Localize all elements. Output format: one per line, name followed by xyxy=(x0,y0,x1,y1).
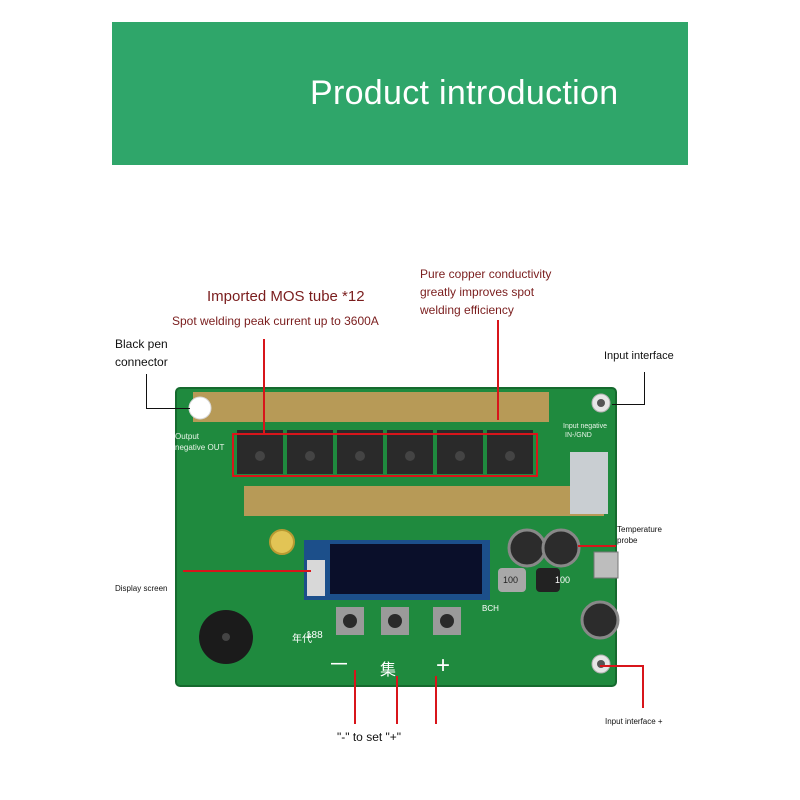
input-interface-plus-label: Input interface + xyxy=(605,717,663,726)
display-screen xyxy=(330,544,482,594)
mos-highlight-box xyxy=(232,433,538,477)
copper-strip-bottom xyxy=(244,486,604,516)
board-cap-label-1: 100 xyxy=(503,575,519,585)
input-plus-line-h xyxy=(600,665,643,667)
copper-tab-right xyxy=(570,452,608,514)
input-plus-line-v xyxy=(642,665,644,708)
copper-callout-line xyxy=(497,320,499,420)
display-screen-label: Display screen xyxy=(115,584,168,593)
copper-callout-line-1: Pure copper conductivity xyxy=(420,267,552,281)
buttons xyxy=(336,607,461,635)
board-input-neg-label-2: IN-/GND xyxy=(565,432,592,439)
board-plus-symbol: + xyxy=(436,652,451,679)
mos-callout-line xyxy=(263,339,265,434)
board-output-label-2: negative OUT xyxy=(175,443,225,452)
inductor-2 xyxy=(536,568,560,592)
black-pen-line-h xyxy=(146,408,190,409)
board-set-symbol: 集 xyxy=(380,662,397,679)
board-model-text: 188 xyxy=(306,630,323,641)
set-key-line xyxy=(396,676,398,724)
temperature-probe-label-2: probe xyxy=(617,536,638,545)
input-interface-label: Input interface xyxy=(604,350,674,362)
connector-pins xyxy=(307,560,325,596)
header-banner xyxy=(112,22,688,165)
set-keys-label: "-" to set "+" xyxy=(337,730,402,744)
input-iface-line-v xyxy=(644,372,645,404)
board-input-neg-label: Input negative xyxy=(563,423,607,430)
input-iface-line-h xyxy=(612,404,645,405)
inductor-1 xyxy=(498,568,526,592)
hole-top-left xyxy=(188,396,212,420)
banner-title: Product introduction xyxy=(310,74,619,112)
mos-tubes xyxy=(237,430,533,474)
temperature-probe xyxy=(593,551,619,579)
black-pen-line-v xyxy=(146,374,147,408)
board-minus-symbol: — xyxy=(331,655,347,672)
plus-key-line xyxy=(435,676,437,724)
board-cap-label-2: 100 xyxy=(555,575,571,585)
display-line xyxy=(183,570,311,572)
capacitor-1 xyxy=(507,528,547,568)
capacitor-small xyxy=(269,529,295,555)
temp-probe-line xyxy=(578,545,616,547)
hole-top-right-inner xyxy=(597,399,605,407)
capacitor-3 xyxy=(580,600,620,640)
board-silk-1: 年代 xyxy=(292,634,312,645)
copper-callout-line-3: welding efficiency xyxy=(420,303,514,317)
mos-callout-subtitle: Spot welding peak current up to 3600A xyxy=(172,314,379,328)
copper-callout-line-2: greatly improves spot xyxy=(420,285,535,299)
black-pen-label-2: connector xyxy=(115,355,168,369)
mos-callout-title: Imported MOS tube *12 xyxy=(207,288,365,305)
board-output-label: Output xyxy=(175,432,200,441)
minus-key-line xyxy=(354,670,356,724)
capacitor-2 xyxy=(541,528,581,568)
temperature-probe-label-1: Temperature xyxy=(617,525,662,534)
copper-strip-top xyxy=(193,392,549,422)
black-pen-label-1: Black pen xyxy=(115,337,168,351)
board-silk-2: BCH xyxy=(482,604,499,613)
